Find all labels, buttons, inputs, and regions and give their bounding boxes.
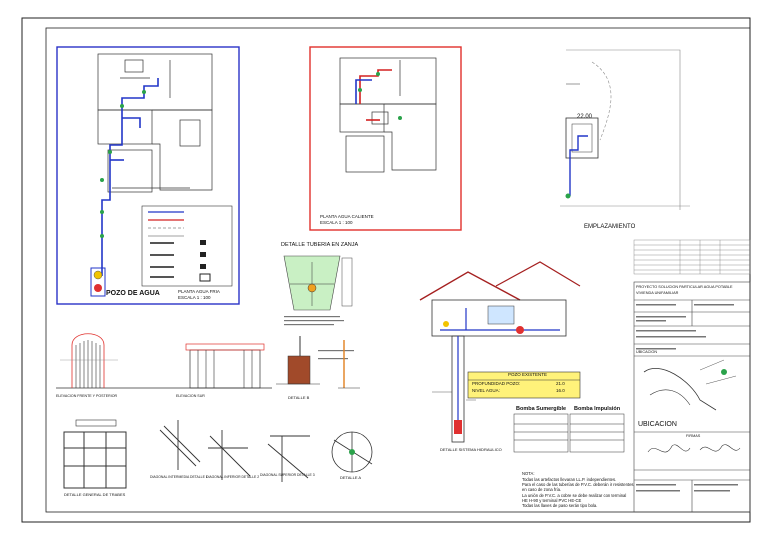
notes-line-2: Para el caso de las tuberías de P.V.C. d… [522, 482, 634, 487]
cold-water-plan-frame [56, 46, 240, 305]
well-symbol [90, 267, 106, 297]
frame-detail-title: DETALLE GENERAL DE TRABES [64, 492, 126, 497]
signature-scribbles [647, 444, 741, 453]
location-map-title: UBICACION [638, 421, 677, 428]
cold-water-fittings [100, 90, 146, 238]
site-area-label: 22.00 [577, 114, 593, 120]
notes-line-6: Todas las llaves de paso serán tipo bola… [522, 503, 598, 508]
front-elevation-drawing [56, 333, 160, 389]
hot-water-fittings [358, 72, 402, 120]
well-table-box [467, 371, 581, 399]
hot-water-pipes [355, 69, 392, 121]
hot-water-plan-title: PLANTA AGUA CALIENTE [320, 214, 374, 219]
notes-line-5: HE H-90 y terminal PVC HE-CE [522, 498, 582, 503]
detail-b-drawing [276, 336, 354, 385]
cold-water-pipes [101, 78, 159, 276]
title-block [633, 281, 751, 513]
site-plan [560, 49, 690, 210]
trench-detail [283, 255, 353, 326]
submersible-pump-title: Bomba Sumergible [516, 406, 567, 412]
detail-a-title: DETALLE A [340, 475, 362, 480]
side-elevation-title: ELEVACION SUR [176, 394, 205, 398]
side-elevation-drawing [160, 343, 272, 389]
well-table-title: POZO EXISTENTE [508, 372, 548, 377]
pump-tables [513, 413, 625, 453]
location-map [643, 359, 737, 411]
trench-detail-title: DETALLE TUBERIA EN ZANJA [281, 242, 359, 248]
title-block-project: PROYECTO SOLUCION PARTICULAR AGUA POTABL… [636, 285, 733, 289]
hot-water-house-plan [339, 57, 437, 173]
notes-line-4: La unión de P.V.C. a cobre se debe reali… [522, 493, 627, 498]
title-block-location: UBICACION [636, 350, 658, 354]
well-depth-value: 21.0 [556, 381, 565, 386]
title-block-text-lines [636, 304, 738, 492]
pipe-riser-drawing [338, 340, 360, 389]
diagonal-upper-title: DIAGONAL SUPERIOR DETALLE 3 [260, 473, 315, 477]
well-depth-label: PROFUNDIDAD POZO: [472, 381, 521, 386]
frame-detail-drawing [63, 419, 127, 489]
fixture-table [633, 239, 751, 275]
detail-a-drawing [331, 431, 373, 473]
signatures-heading: FIRMAS [686, 434, 701, 438]
cold-water-plan-scale: ESCALA 1 : 100 [178, 295, 211, 300]
cold-water-house-plan [97, 53, 213, 193]
diagonal-details-drawing [159, 420, 310, 482]
hot-water-plan-scale: ESCALA 1 : 100 [320, 220, 353, 225]
notes-heading: NOTA: [522, 471, 535, 476]
cold-water-legend [141, 205, 233, 287]
front-elevation-title: ELEVACION FRENTE Y POSTERIOR [56, 394, 118, 398]
diagonal-intermediate-title: DIAGONAL INTERMEDIA DETALLE 1 [150, 475, 208, 479]
cold-water-plan-title: PLANTA AGUA FRIA [178, 289, 220, 294]
hot-water-plan-frame [309, 46, 462, 231]
notes-line-3: en caso de zona fría. [522, 487, 562, 492]
site-plan-title: EMPLAZAMIENTO [584, 224, 636, 230]
impulsion-pump-title: Bomba Impulsión [574, 406, 621, 412]
well-label: POZO DE AGUA [106, 290, 160, 297]
hydraulic-system-drawing [419, 261, 581, 443]
water-level-value: 16.0 [556, 388, 565, 393]
water-level-label: NIVEL AGUA: [472, 388, 500, 393]
hydraulic-detail-title: DETALLE SISTEMA HIDRAULICO [440, 447, 502, 452]
title-block-housing: VIVIENDA UNIFAMILIAR [636, 291, 679, 295]
detail-b-title: DETALLE B [288, 395, 310, 400]
diagonal-lower-title: DIAGONAL INFERIOR DETALLE 2 [206, 475, 260, 479]
notes-line-1: Todas las artefactos llevaran LL.P. inde… [522, 477, 617, 482]
